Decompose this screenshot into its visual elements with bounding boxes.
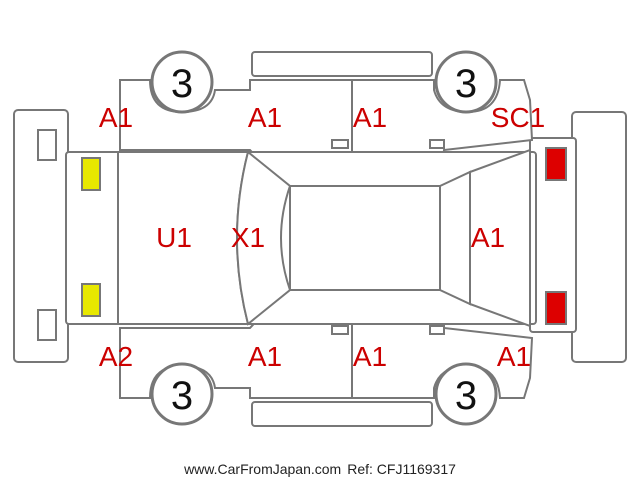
rear-bumper bbox=[571, 111, 627, 363]
top-roof-strip bbox=[251, 51, 433, 77]
code-top-front-door: A1 bbox=[248, 102, 282, 133]
footer-site: www.CarFromJapan.com bbox=[183, 461, 341, 477]
front-bumper bbox=[13, 109, 69, 363]
code-top-rear-door: A1 bbox=[353, 102, 387, 133]
code-hood: U1 bbox=[156, 222, 192, 253]
tyre-top-right-label: 3 bbox=[455, 62, 477, 106]
code-bottom-quarter-right: A1 bbox=[497, 341, 531, 372]
rear-left-lamp bbox=[545, 147, 567, 181]
front-right-lamp bbox=[81, 283, 101, 317]
code-windshield: X1 bbox=[231, 222, 265, 253]
rear-glass bbox=[439, 170, 471, 306]
roof bbox=[289, 185, 441, 291]
code-bottom-front-door: A1 bbox=[248, 341, 282, 372]
tyre-bottom-left: 3 bbox=[150, 362, 214, 426]
tyre-bottom-right: 3 bbox=[434, 362, 498, 426]
tyre-top-left: 3 bbox=[150, 50, 214, 114]
rear-right-lamp bbox=[545, 291, 567, 325]
body-top-view bbox=[65, 148, 537, 328]
windshield bbox=[236, 150, 292, 326]
tyre-top-right: 3 bbox=[434, 50, 498, 114]
bottom-roof-strip bbox=[251, 401, 433, 427]
code-bottom-rear-door: A1 bbox=[353, 341, 387, 372]
front-left-lamp bbox=[81, 157, 101, 191]
code-top-quarter-right: SC1 bbox=[491, 102, 545, 133]
tailgate bbox=[469, 148, 531, 328]
footer-ref: Ref: CFJ1169317 bbox=[347, 461, 456, 477]
code-tailgate: A1 bbox=[471, 222, 505, 253]
tyre-top-left-label: 3 bbox=[171, 62, 193, 106]
code-bottom-front-bumper-corner: A2 bbox=[99, 341, 133, 372]
tyre-bottom-left-label: 3 bbox=[171, 374, 193, 418]
tyre-bottom-right-label: 3 bbox=[455, 374, 477, 418]
code-top-fender-left: A1 bbox=[99, 102, 133, 133]
footer-line: www.CarFromJapan.com Ref: CFJ1169317 bbox=[183, 461, 456, 477]
